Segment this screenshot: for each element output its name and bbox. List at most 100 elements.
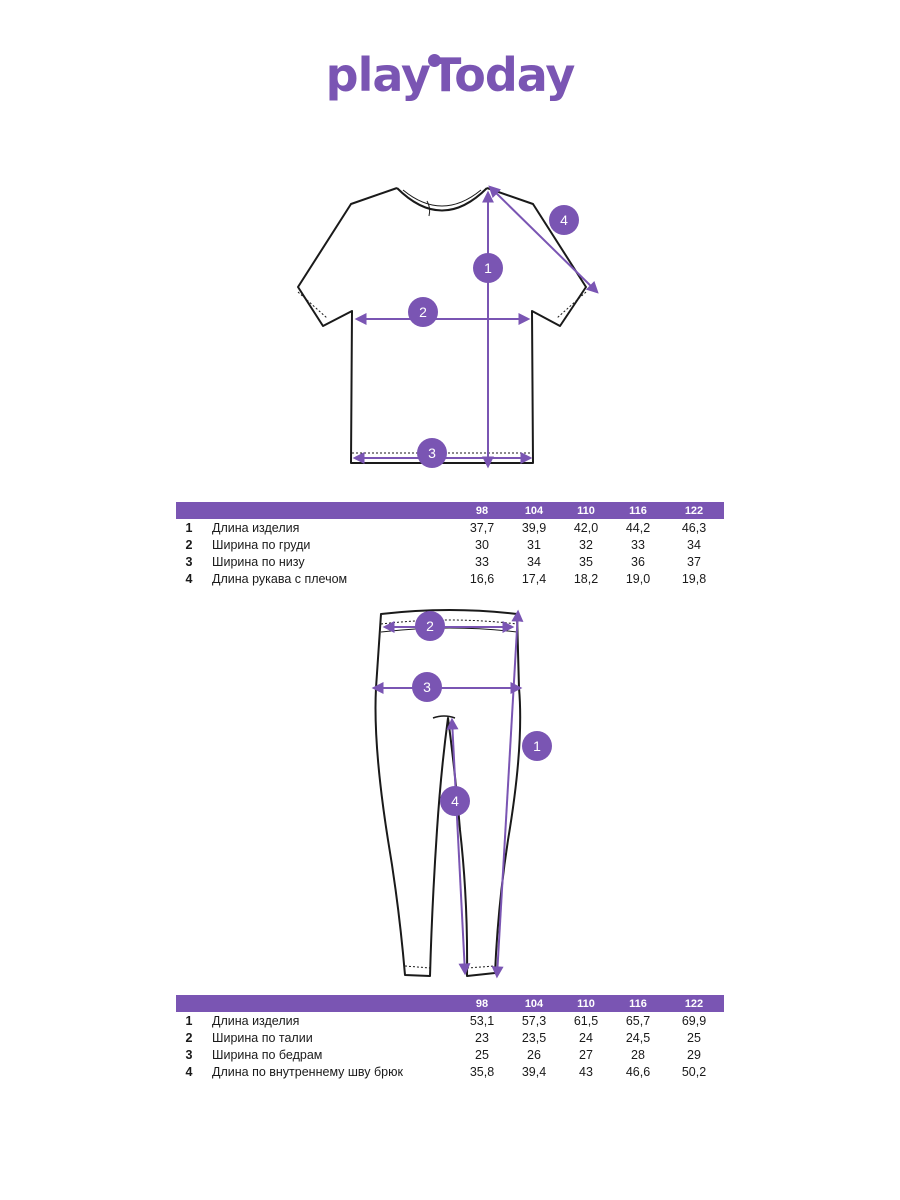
measurement-value: 53,1: [469, 1013, 495, 1028]
row-number: 3: [185, 1047, 193, 1062]
measurement-value: 33: [631, 537, 645, 552]
row-number: 2: [185, 1030, 193, 1045]
brand-logo: playToday: [0, 52, 900, 98]
measurement-value: 24,5: [625, 1030, 651, 1045]
brand-logo-text: playToday: [325, 48, 576, 102]
tshirt-marker-3: 3: [417, 438, 447, 468]
pants-measure-lines: [371, 609, 524, 979]
measurement-value: 50,2: [681, 1064, 707, 1079]
measurement-value: 35: [579, 554, 593, 569]
measurement-value: 26: [527, 1047, 541, 1062]
svg-text:4: 4: [560, 212, 568, 228]
measurement-value: 36: [631, 554, 645, 569]
brand-logo-dot: [428, 54, 441, 67]
measurement-value: 46,3: [681, 520, 707, 535]
size-header: 98: [456, 995, 508, 1012]
svg-text:3: 3: [423, 679, 431, 695]
row-number: 1: [185, 1013, 193, 1028]
measurement-name: Длина изделия: [212, 1013, 300, 1028]
measurement-value: 23: [475, 1030, 489, 1045]
measurement-value: 27: [579, 1047, 593, 1062]
size-header: 104: [508, 995, 560, 1012]
measurement-name: Ширина по талии: [212, 1030, 313, 1045]
size-header: 116: [612, 995, 664, 1012]
pants-marker-3: 3: [412, 672, 442, 702]
header-num-cell: [176, 995, 202, 1012]
measurement-value: 61,5: [573, 1013, 599, 1028]
measurement-value: 24: [579, 1030, 593, 1045]
measurement-value: 35,8: [469, 1064, 495, 1079]
pants-marker-1: 1: [522, 731, 552, 761]
header-name-cell: [202, 995, 456, 1012]
size-header: 116: [612, 502, 664, 519]
measurement-value: 19,8: [681, 571, 707, 586]
measurement-value: 31: [527, 537, 541, 552]
measurement-value: 39,4: [521, 1064, 547, 1079]
measurement-value: 37,7: [469, 520, 495, 535]
measurement-value: 33: [475, 554, 489, 569]
size-header-row: 98 104 110 116 122: [176, 502, 724, 519]
measurement-value: 30: [475, 537, 489, 552]
pants-marker-4: 4: [440, 786, 470, 816]
svg-text:2: 2: [419, 304, 427, 320]
measurement-name: Длина рукава с плечом: [212, 571, 348, 586]
measurement-value: 32: [579, 537, 593, 552]
pants-marker-2: 2: [415, 611, 445, 641]
measurement-value: 44,2: [625, 520, 651, 535]
measurement-value: 65,7: [625, 1013, 651, 1028]
measurement-name: Ширина по груди: [212, 537, 311, 552]
measurement-value: 23,5: [521, 1030, 547, 1045]
size-header: 110: [560, 995, 612, 1012]
measurement-value: 29: [687, 1047, 701, 1062]
svg-text:4: 4: [451, 793, 459, 809]
measurement-value: 25: [687, 1030, 701, 1045]
measurement-value: 18,2: [573, 571, 599, 586]
svg-text:2: 2: [426, 618, 434, 634]
measurement-value: 16,6: [469, 571, 495, 586]
svg-text:3: 3: [428, 445, 436, 461]
table-row: 3 Ширина по низу 33 34 35 36 37: [176, 553, 724, 570]
measurement-name: Ширина по бедрам: [212, 1047, 323, 1062]
size-header: 104: [508, 502, 560, 519]
size-header: 122: [664, 502, 724, 519]
measurement-value: 34: [687, 537, 701, 552]
measurement-value: 69,9: [681, 1013, 707, 1028]
table-row: 1 Длина изделия 53,1 57,3 61,5 65,7 69,9: [176, 1012, 724, 1029]
measurement-name: Длина по внутреннему шву брюк: [212, 1064, 403, 1079]
table-row: 2 Ширина по талии 23 23,5 24 24,5 25: [176, 1029, 724, 1046]
table-row: 4 Длина по внутреннему шву брюк 35,8 39,…: [176, 1063, 724, 1080]
measurement-value: 19,0: [625, 571, 651, 586]
measurement-name: Длина изделия: [212, 520, 300, 535]
row-number: 3: [185, 554, 193, 569]
tshirt-drawing: [297, 187, 587, 464]
size-header: 110: [560, 502, 612, 519]
svg-text:1: 1: [533, 738, 541, 754]
measurement-value: 43: [579, 1064, 593, 1079]
header-name-cell: [202, 502, 456, 519]
table-row: 1 Длина изделия 37,7 39,9 42,0 44,2 46,3: [176, 519, 724, 536]
pants-size-table: 98 104 110 116 122 1 Длина изделия 53,1 …: [176, 995, 724, 1080]
row-number: 2: [185, 537, 193, 552]
tshirt-size-table: 98 104 110 116 122 1 Длина изделия 37,7 …: [176, 502, 724, 587]
measurement-value: 42,0: [573, 520, 599, 535]
row-number: 4: [185, 571, 193, 586]
table-row: 2 Ширина по груди 30 31 32 33 34: [176, 536, 724, 553]
table-row: 4 Длина рукава с плечом 16,6 17,4 18,2 1…: [176, 570, 724, 587]
measurement-name: Ширина по низу: [212, 554, 305, 569]
tshirt-marker-1: 1: [473, 253, 503, 283]
svg-text:1: 1: [484, 260, 492, 276]
row-number: 1: [185, 520, 193, 535]
measurement-value: 34: [527, 554, 541, 569]
measurement-value: 37: [687, 554, 701, 569]
row-number: 4: [185, 1064, 193, 1079]
measurement-value: 57,3: [521, 1013, 547, 1028]
tshirt-marker-4: 4: [549, 205, 579, 235]
size-header-row: 98 104 110 116 122: [176, 995, 724, 1012]
measurement-value: 17,4: [521, 571, 547, 586]
measurement-value: 28: [631, 1047, 645, 1062]
size-header: 122: [664, 995, 724, 1012]
measurement-value: 46,6: [625, 1064, 651, 1079]
measurement-value: 25: [475, 1047, 489, 1062]
measurement-value: 39,9: [521, 520, 547, 535]
